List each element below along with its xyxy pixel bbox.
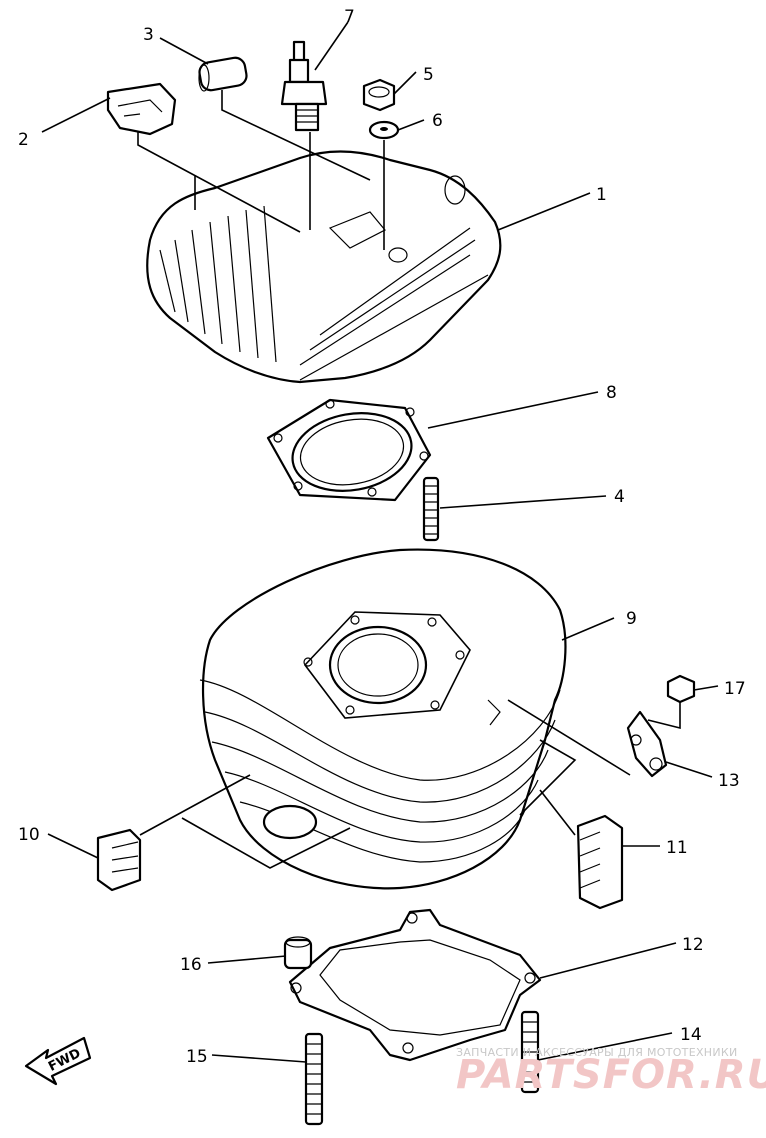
dowel-plug <box>283 936 313 970</box>
stud-bolt <box>422 476 440 542</box>
callout-14: 14 <box>680 1025 702 1045</box>
callout-6: 6 <box>432 111 443 131</box>
callout-2: 2 <box>18 130 29 150</box>
spark-plug <box>280 40 328 132</box>
watermark: ЗАПЧАСТИ И АКСЕССУАРЫ ДЛЯ МОТОТЕХНИКИ PA… <box>456 1046 766 1098</box>
callout-4: 4 <box>614 487 625 507</box>
callout-10: 10 <box>18 825 40 845</box>
callout-8: 8 <box>606 383 617 403</box>
leader-lines <box>41 21 719 1063</box>
stud-bolt-short <box>520 1010 540 1094</box>
cylinder-damper-left <box>96 828 142 892</box>
cylinder-damper-right <box>576 814 624 910</box>
callout-7: 7 <box>344 7 355 27</box>
callout-9: 9 <box>626 609 637 629</box>
head-assembly-lines <box>137 90 385 250</box>
head-damper <box>106 82 177 136</box>
callout-16: 16 <box>180 955 202 975</box>
fwd-arrow-icon: FWD <box>24 1036 92 1086</box>
watermark-tagline: ЗАПЧАСТИ И АКСЕССУАРЫ ДЛЯ МОТОТЕХНИКИ <box>456 1046 738 1059</box>
callout-5: 5 <box>423 65 434 85</box>
callout-3: 3 <box>143 25 154 45</box>
head-gasket <box>266 398 432 502</box>
cylinder-head <box>146 150 502 384</box>
cylinder <box>199 548 567 890</box>
flange-nut <box>666 674 696 704</box>
callout-13: 13 <box>718 771 740 791</box>
base-gasket <box>288 908 542 1062</box>
cap <box>198 56 248 92</box>
callout-17: 17 <box>724 679 746 699</box>
watermark-brand: PARTSFOR.RU <box>456 1052 766 1098</box>
washer <box>368 120 400 140</box>
callout-1: 1 <box>596 185 607 205</box>
stud-bolt-long <box>304 1032 324 1126</box>
bracket <box>626 710 668 778</box>
callout-12: 12 <box>682 935 704 955</box>
callout-11: 11 <box>666 838 688 858</box>
cap-nut <box>362 78 396 112</box>
callout-15: 15 <box>186 1047 208 1067</box>
cylinder-assembly-lines <box>139 699 681 869</box>
callout-labels: 1 2 3 4 5 6 7 8 9 10 11 12 13 14 15 16 1… <box>18 7 746 1067</box>
